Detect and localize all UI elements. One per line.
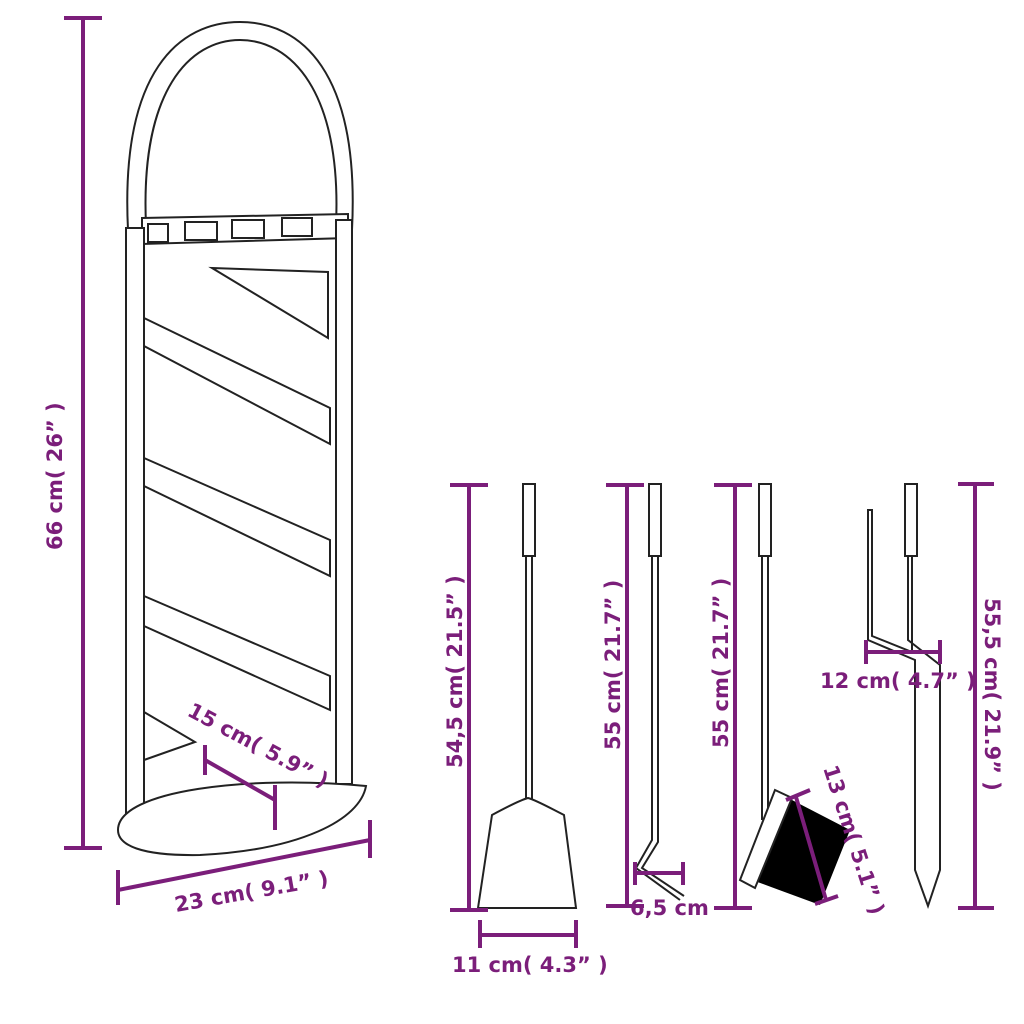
shovel-height-label: 54,5 cm( 21.5” ): [443, 575, 467, 768]
stand-dimensions: 66 cm( 26” ) 15 cm( 5.9” ) 23 cm( 9.1” ): [43, 16, 372, 917]
tongs: 12 cm( 4.7” ) 55,5 cm( 21.9” ): [820, 482, 1004, 910]
tongs-width-label: 12 cm( 4.7” ): [820, 669, 976, 693]
tongs-height-label: 55,5 cm( 21.9” ): [980, 598, 1004, 791]
poker-height-label: 55 cm( 21.7” ): [601, 580, 625, 750]
poker: 55 cm( 21.7” ) 6,5 cm: [601, 483, 709, 920]
stand-height-label: 66 cm( 26” ): [43, 402, 67, 550]
brush: 55 cm( 21.7” ) 13 cm( 5.1” ): [709, 483, 889, 918]
poker-hook-label: 6,5 cm: [630, 896, 709, 920]
shovel: 54,5 cm( 21.5” ) 11 cm( 4.3” ): [443, 483, 608, 977]
fireplace-tool-stand: [116, 20, 368, 857]
shovel-width-label: 11 cm( 4.3” ): [452, 953, 608, 977]
brush-height-label: 55 cm( 21.7” ): [709, 578, 733, 748]
